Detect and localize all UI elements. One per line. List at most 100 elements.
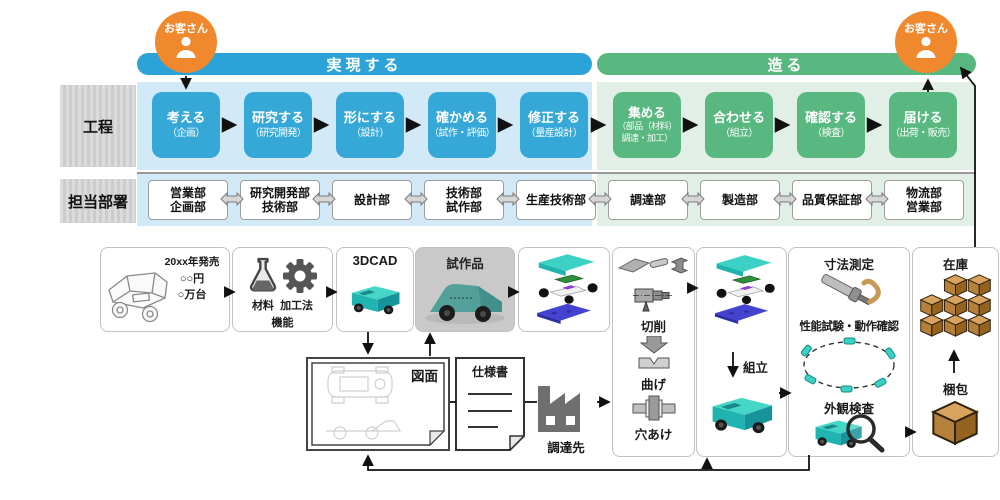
concept-box: 20xx年発売 ○○円 ○万台	[100, 247, 230, 332]
row-label-process: 工程	[60, 85, 136, 167]
drilling-label: 穴あけ	[634, 428, 673, 442]
cutting-icon	[633, 288, 672, 312]
supplier-label: 調達先	[547, 441, 585, 455]
dept-manufacturing: 製造部	[700, 180, 780, 220]
dept-logistics-sales: 物流部 営業部	[884, 180, 964, 220]
dept-prod-tech: 生産技術部	[516, 180, 596, 220]
dept-quality: 品質保証部	[792, 180, 872, 220]
prototype-label: 試作品	[446, 257, 484, 271]
research-labels: 材料 加工法 機能	[233, 298, 332, 331]
stock-label: 在庫	[942, 258, 968, 272]
dept-label: 物流部 営業部	[905, 185, 942, 214]
dept-tech-proto: 技術部 試作部	[424, 180, 504, 220]
packing-box-icon	[932, 400, 978, 445]
step-title: 研究する	[251, 110, 304, 126]
step-subtitle: （量産設計）	[525, 127, 583, 139]
drawing-label: 図面	[411, 369, 438, 384]
performance-label: 性能試験・動作確認	[799, 321, 900, 333]
row-label-department: 担当部署	[60, 179, 136, 223]
raw-materials-icon	[618, 257, 689, 274]
exploded-parts-icon	[714, 254, 776, 325]
spec-doc: 仕様書	[455, 357, 526, 452]
step-subtitle: （企画）	[167, 127, 205, 139]
customer-label: お客さん	[164, 23, 208, 35]
step-title: 形にする	[343, 110, 397, 126]
drilling-icon	[632, 395, 676, 421]
prototype-box: 試作品	[415, 247, 515, 332]
machining-box: 切削 曲げ 穴あけ	[612, 247, 695, 457]
process-step-shape: 形にする（設計）	[336, 92, 404, 158]
cutting-label: 切削	[640, 320, 666, 334]
method-label: 加工法	[280, 300, 314, 312]
process-step-revise: 修正する（量産設計）	[520, 92, 588, 158]
gear-icon	[283, 259, 317, 293]
bending-label: 曲げ	[640, 378, 666, 392]
material-label: 材料	[251, 300, 274, 312]
step-subtitle: （出荷・販売）	[890, 127, 956, 139]
phase-build-label: 造る	[767, 56, 806, 74]
customer-label: お客さん	[904, 23, 948, 35]
assembly-label: 組立	[743, 361, 769, 375]
process-step-gather: 集める（部品（材料） 調達・加工）	[613, 92, 681, 158]
dimension-label: 寸法測定	[823, 258, 874, 272]
inspection-box: 寸法測定 性能試験・動作確認 外観検査	[788, 247, 910, 457]
step-title: 考える	[166, 110, 206, 126]
person-icon	[174, 36, 198, 58]
dept-label: 調達部	[629, 192, 666, 207]
step-title: 集める	[628, 106, 666, 121]
drawing-frame	[306, 357, 450, 451]
research-box: 材料 加工法 機能	[232, 247, 333, 332]
release-text: 20xx年発売	[164, 256, 220, 268]
step-subtitle: （検査）	[812, 127, 850, 139]
phase-realize-label: 実現する	[326, 56, 403, 74]
process-step-verify: 確かめる（試作・評価）	[428, 92, 496, 158]
step-subtitle: （試作・評価）	[429, 127, 495, 139]
step-subtitle: （研究開発）	[249, 127, 307, 139]
assembled-car-icon	[712, 397, 773, 434]
stock-box: 在庫 梱包	[912, 247, 999, 457]
dept-label: 研究開発部 技術部	[249, 185, 310, 214]
factory-icon	[538, 386, 580, 432]
lane-separator	[137, 172, 976, 174]
dept-sales-planning: 営業部 企画部	[148, 180, 228, 220]
price-text: ○○円	[179, 272, 205, 285]
step-title: 確認する	[804, 110, 857, 126]
process-step-assemble: 合わせる（組立）	[705, 92, 773, 158]
step-subtitle: （組立）	[720, 127, 758, 139]
test-track-icon	[800, 337, 896, 393]
spec-label: 仕様書	[471, 365, 508, 379]
customer-circle-right: お客さん	[895, 11, 957, 73]
dept-label: 設計部	[353, 192, 390, 207]
step-subtitle: （設計）	[351, 127, 389, 139]
packing-label: 梱包	[942, 383, 968, 397]
dept-label: 品質保証部	[801, 192, 862, 207]
dept-label: 技術部 試作部	[445, 185, 482, 214]
dept-rnd-tech: 研究開発部 技術部	[240, 180, 320, 220]
cad-label: 3DCAD	[352, 253, 398, 268]
step-subtitle: （部品（材料） 調達・加工）	[617, 121, 677, 144]
visual-label: 外観検査	[823, 402, 874, 416]
dept-label: 生産技術部	[525, 192, 586, 207]
dept-design: 設計部	[332, 180, 412, 220]
cad-car-icon	[351, 286, 400, 315]
process-step-deliver: 届ける（出荷・販売）	[889, 92, 957, 158]
row-label-process-text: 工程	[82, 118, 113, 136]
exploded-box	[518, 247, 610, 332]
concept-text: 20xx年発売 ○○円 ○万台	[159, 255, 225, 304]
phase-bar-build: 造る	[597, 53, 976, 75]
row-label-department-text: 担当部署	[67, 193, 128, 211]
process-step-check: 確認する（検査）	[797, 92, 865, 158]
step-title: 届ける	[903, 110, 943, 126]
function-label: 機能	[271, 316, 294, 329]
process-step-research: 研究する（研究開発）	[244, 92, 312, 158]
step-title: 合わせる	[712, 110, 765, 126]
caliper-icon	[821, 274, 881, 306]
customer-circle-left: お客さん	[155, 11, 217, 73]
prototype-photo	[425, 284, 505, 324]
person-icon	[914, 36, 938, 58]
magnifier-inspection-icon	[815, 414, 885, 453]
volume-text: ○万台	[177, 289, 207, 302]
dept-procurement: 調達部	[608, 180, 688, 220]
dept-label: 営業部 企画部	[169, 185, 206, 214]
